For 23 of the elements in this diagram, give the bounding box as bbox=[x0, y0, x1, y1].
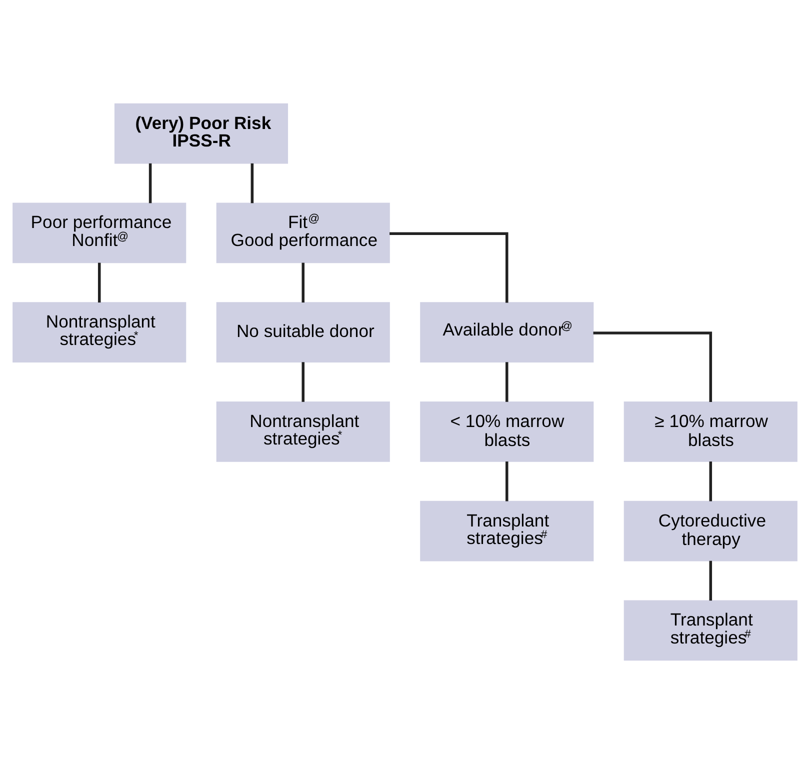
connector bbox=[506, 462, 508, 502]
connector bbox=[709, 560, 712, 601]
connector bbox=[98, 262, 101, 303]
connector bbox=[390, 232, 508, 303]
node-box: Cytoreductive therapy bbox=[624, 500, 798, 562]
connector bbox=[250, 163, 254, 204]
node-box: Poor performance Nonfit$^{@}$ bbox=[12, 202, 186, 264]
node-box: ≥ 10% marrow blasts bbox=[624, 402, 798, 462]
connector bbox=[506, 362, 508, 402]
connector bbox=[302, 262, 304, 303]
connector bbox=[302, 362, 304, 402]
node-box: Nontransplant strategies$^{*}$ bbox=[12, 302, 186, 362]
connector bbox=[709, 462, 712, 502]
node-box: No suitable donor bbox=[216, 302, 390, 362]
connector bbox=[593, 332, 712, 402]
node-box: Fit$^{@}$ Good performance bbox=[216, 202, 390, 264]
node-box: Available donor$^{@}$ bbox=[420, 302, 594, 362]
connector bbox=[148, 163, 152, 204]
node-box: (Very) Poor Risk IPSS-R bbox=[114, 103, 288, 164]
node-box: Transplant strategies$^{#}$ bbox=[624, 600, 798, 661]
node-box: Nontransplant strategies$^{*}$ bbox=[216, 402, 390, 462]
node-box: Transplant strategies$^{#}$ bbox=[420, 500, 594, 562]
node-box: < 10% marrow blasts bbox=[420, 402, 594, 462]
